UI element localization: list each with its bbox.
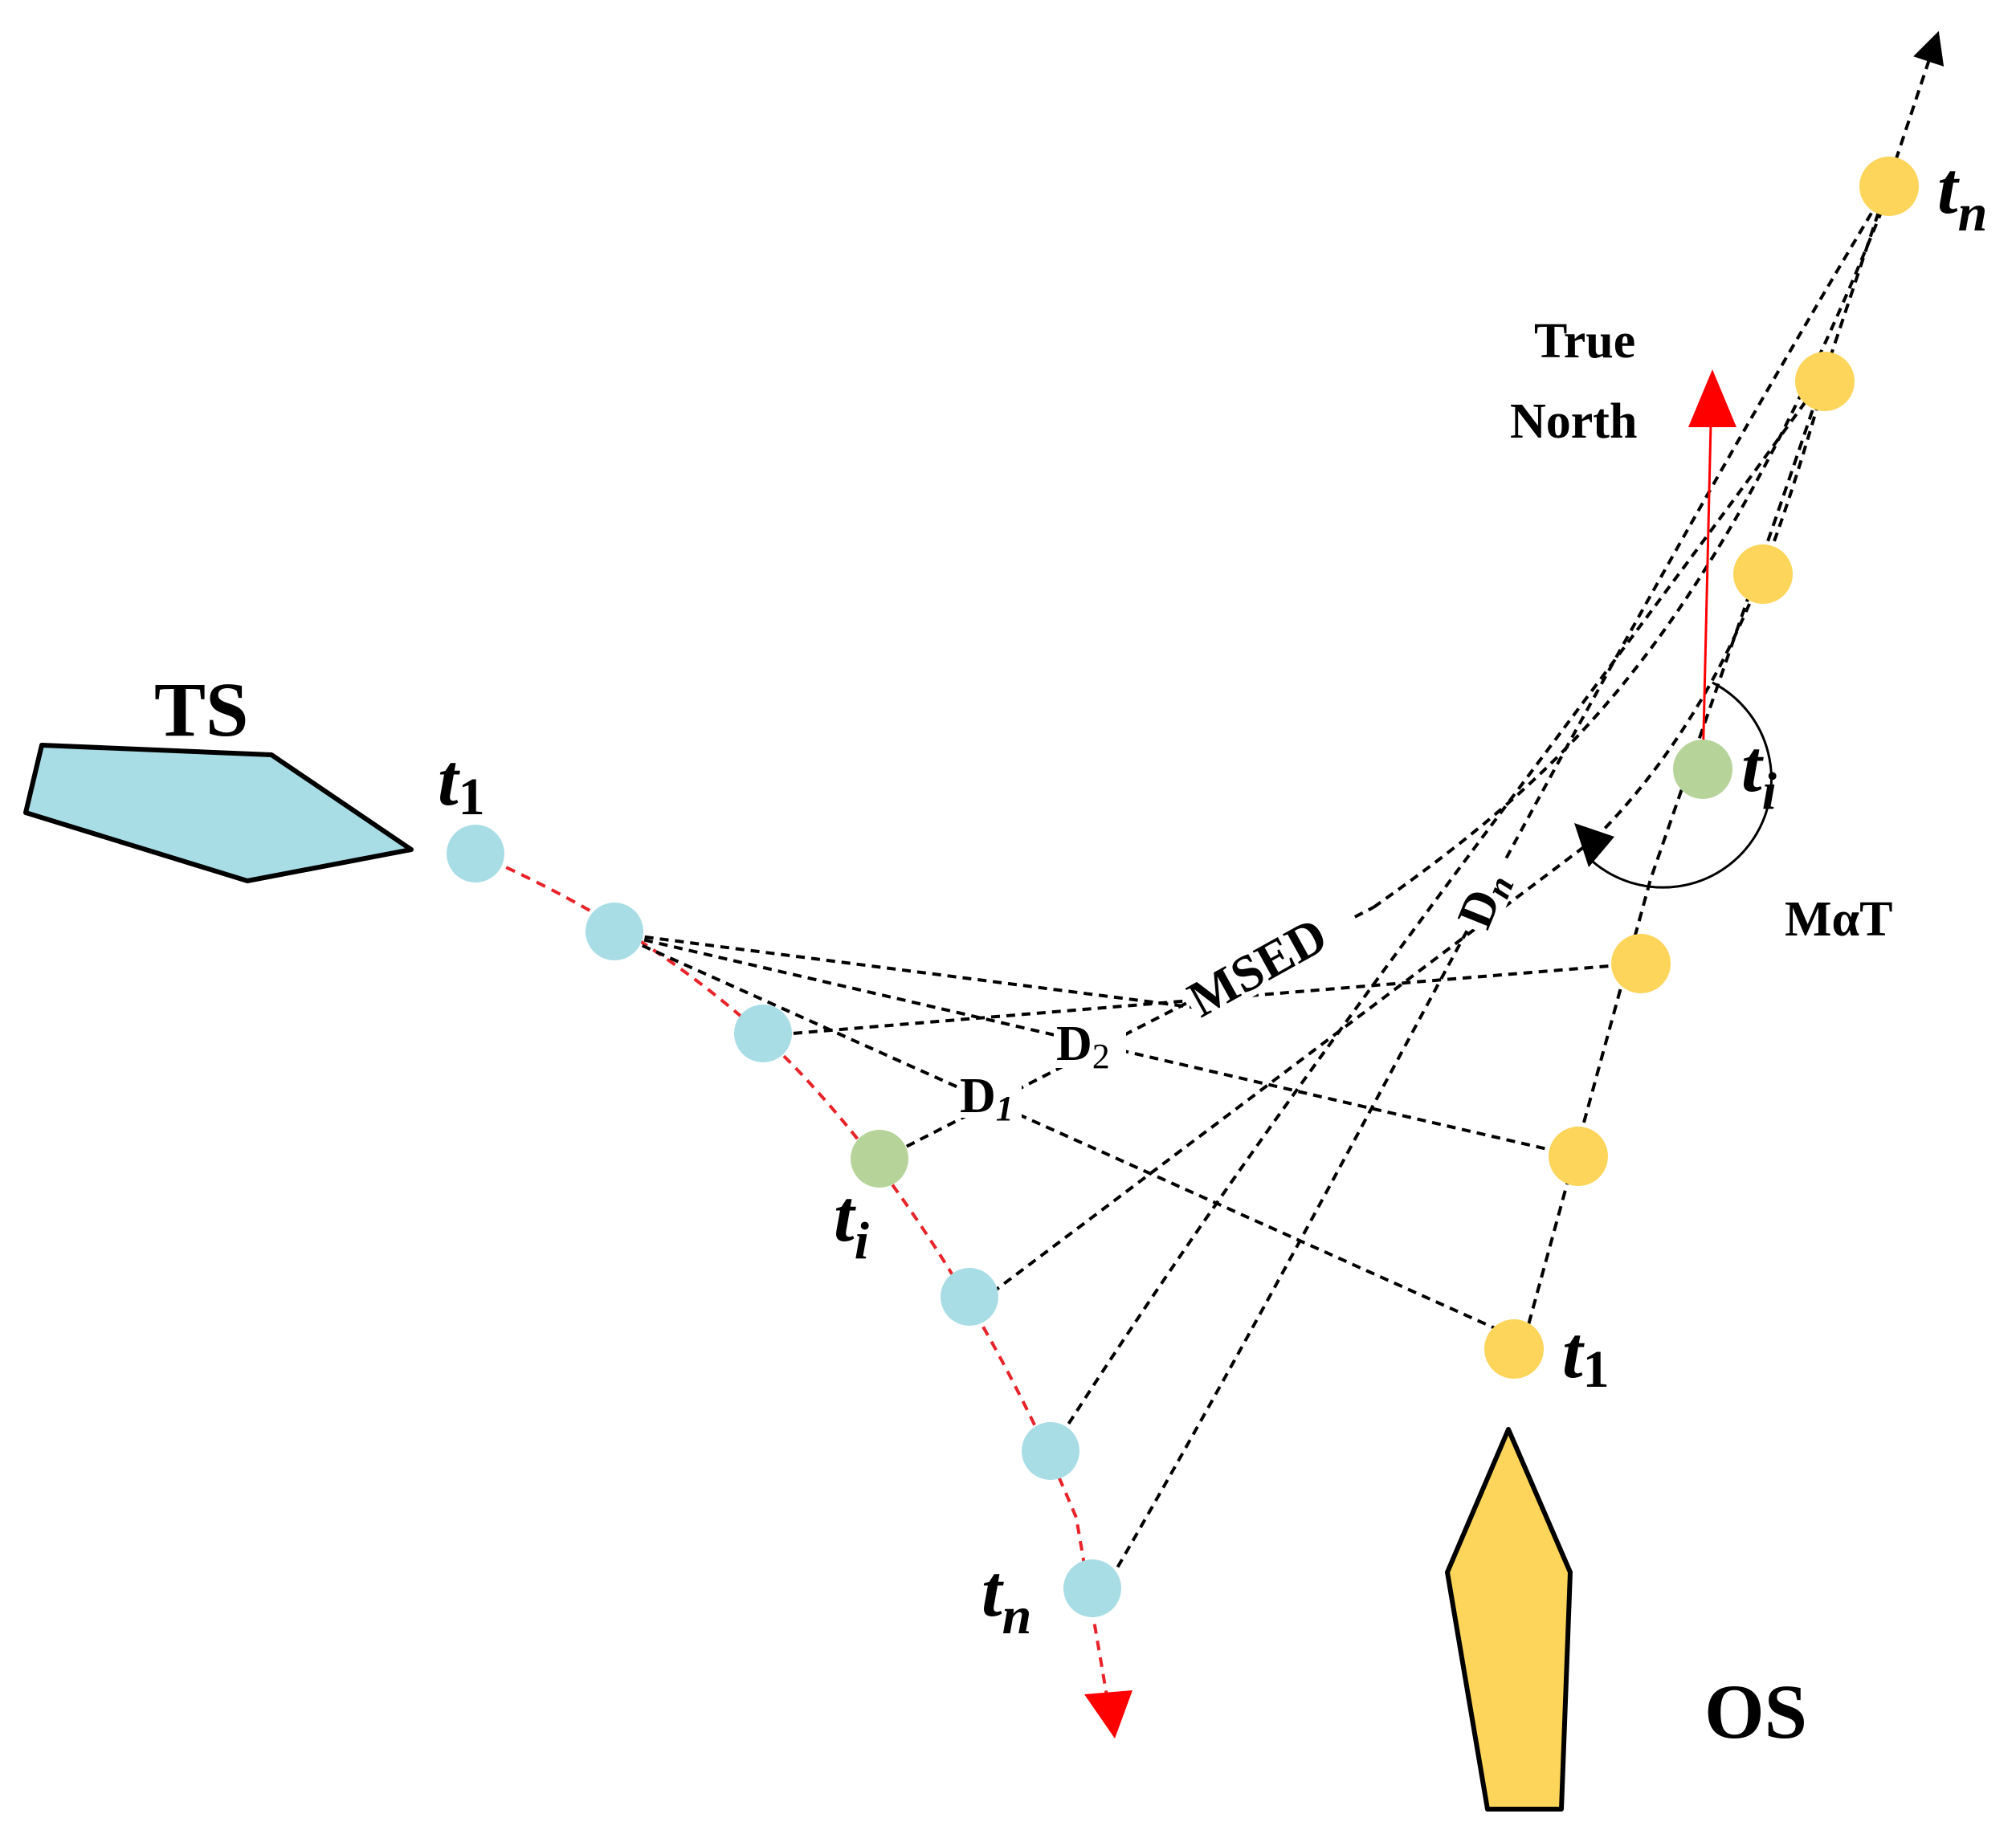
os-track-line [1523, 31, 1945, 1340]
os-tn-label: tn [1937, 147, 1987, 243]
os-ti-label: ti [1741, 725, 1777, 821]
ts-point [1063, 1559, 1121, 1617]
os-point [1549, 1127, 1608, 1186]
d1-label: D [960, 1069, 996, 1123]
d2-label-group: D2 [1054, 1017, 1126, 1076]
distance-line [614, 931, 1198, 1009]
mat-angle-arrowhead [1574, 823, 1614, 867]
d2-subscript: 2 [1092, 1037, 1110, 1076]
svg-text:D2: D2 [1056, 1017, 1110, 1076]
ts-ship-hull [23, 743, 414, 883]
mat-angle-arc [1592, 681, 1773, 889]
distance-lines [614, 185, 1893, 1582]
ts-points [447, 825, 1121, 1617]
ts-tn-label: tn [981, 1550, 1031, 1645]
ts-point-current [851, 1130, 908, 1188]
os-point [1859, 157, 1919, 216]
distance-line [1108, 185, 1889, 1582]
os-point [1733, 544, 1793, 604]
distance-line [1051, 376, 1825, 1451]
ts-track-arrowhead [1084, 1690, 1132, 1738]
ts-point [447, 825, 504, 882]
os-points [1484, 157, 1919, 1379]
ts-ti-label: ti [834, 1175, 870, 1270]
os-point [1484, 1319, 1544, 1379]
svg-text:D1: D1 [960, 1069, 1014, 1128]
os-point [1795, 352, 1855, 411]
ts-point [734, 1005, 792, 1062]
mat-label: MαT [1785, 892, 1892, 947]
ts-t1-label: t1 [438, 739, 485, 826]
d1-subscript: 1 [996, 1089, 1014, 1128]
d1-label-group: D1 [957, 1068, 1022, 1128]
msed-curve [1372, 185, 1893, 909]
true-north-label-line1: True [1534, 314, 1635, 369]
os-label: OS [1704, 1669, 1807, 1755]
ts-label: TS [154, 666, 248, 752]
ts-point [941, 1268, 998, 1326]
true-north-arrow-shaft [1701, 423, 1712, 768]
msed-label-group: MSED [1175, 889, 1363, 1029]
ts-track-line [475, 852, 1112, 1715]
os-ship-hull [1445, 1427, 1573, 1812]
ts-point [586, 903, 643, 960]
msed-label: MSED [1178, 907, 1336, 1029]
os-t1-label: t1 [1562, 1311, 1610, 1399]
ts-point [1022, 1422, 1079, 1480]
dn-label-group: Dn [1447, 848, 1523, 938]
os-point-current [1673, 740, 1732, 799]
true-north-arrowhead [1688, 369, 1736, 427]
os-point [1611, 934, 1671, 993]
distance-line [614, 931, 1519, 1340]
true-north-label-line2: North [1510, 394, 1637, 449]
d2-label: D [1056, 1017, 1092, 1071]
distance-line [1593, 381, 1826, 841]
